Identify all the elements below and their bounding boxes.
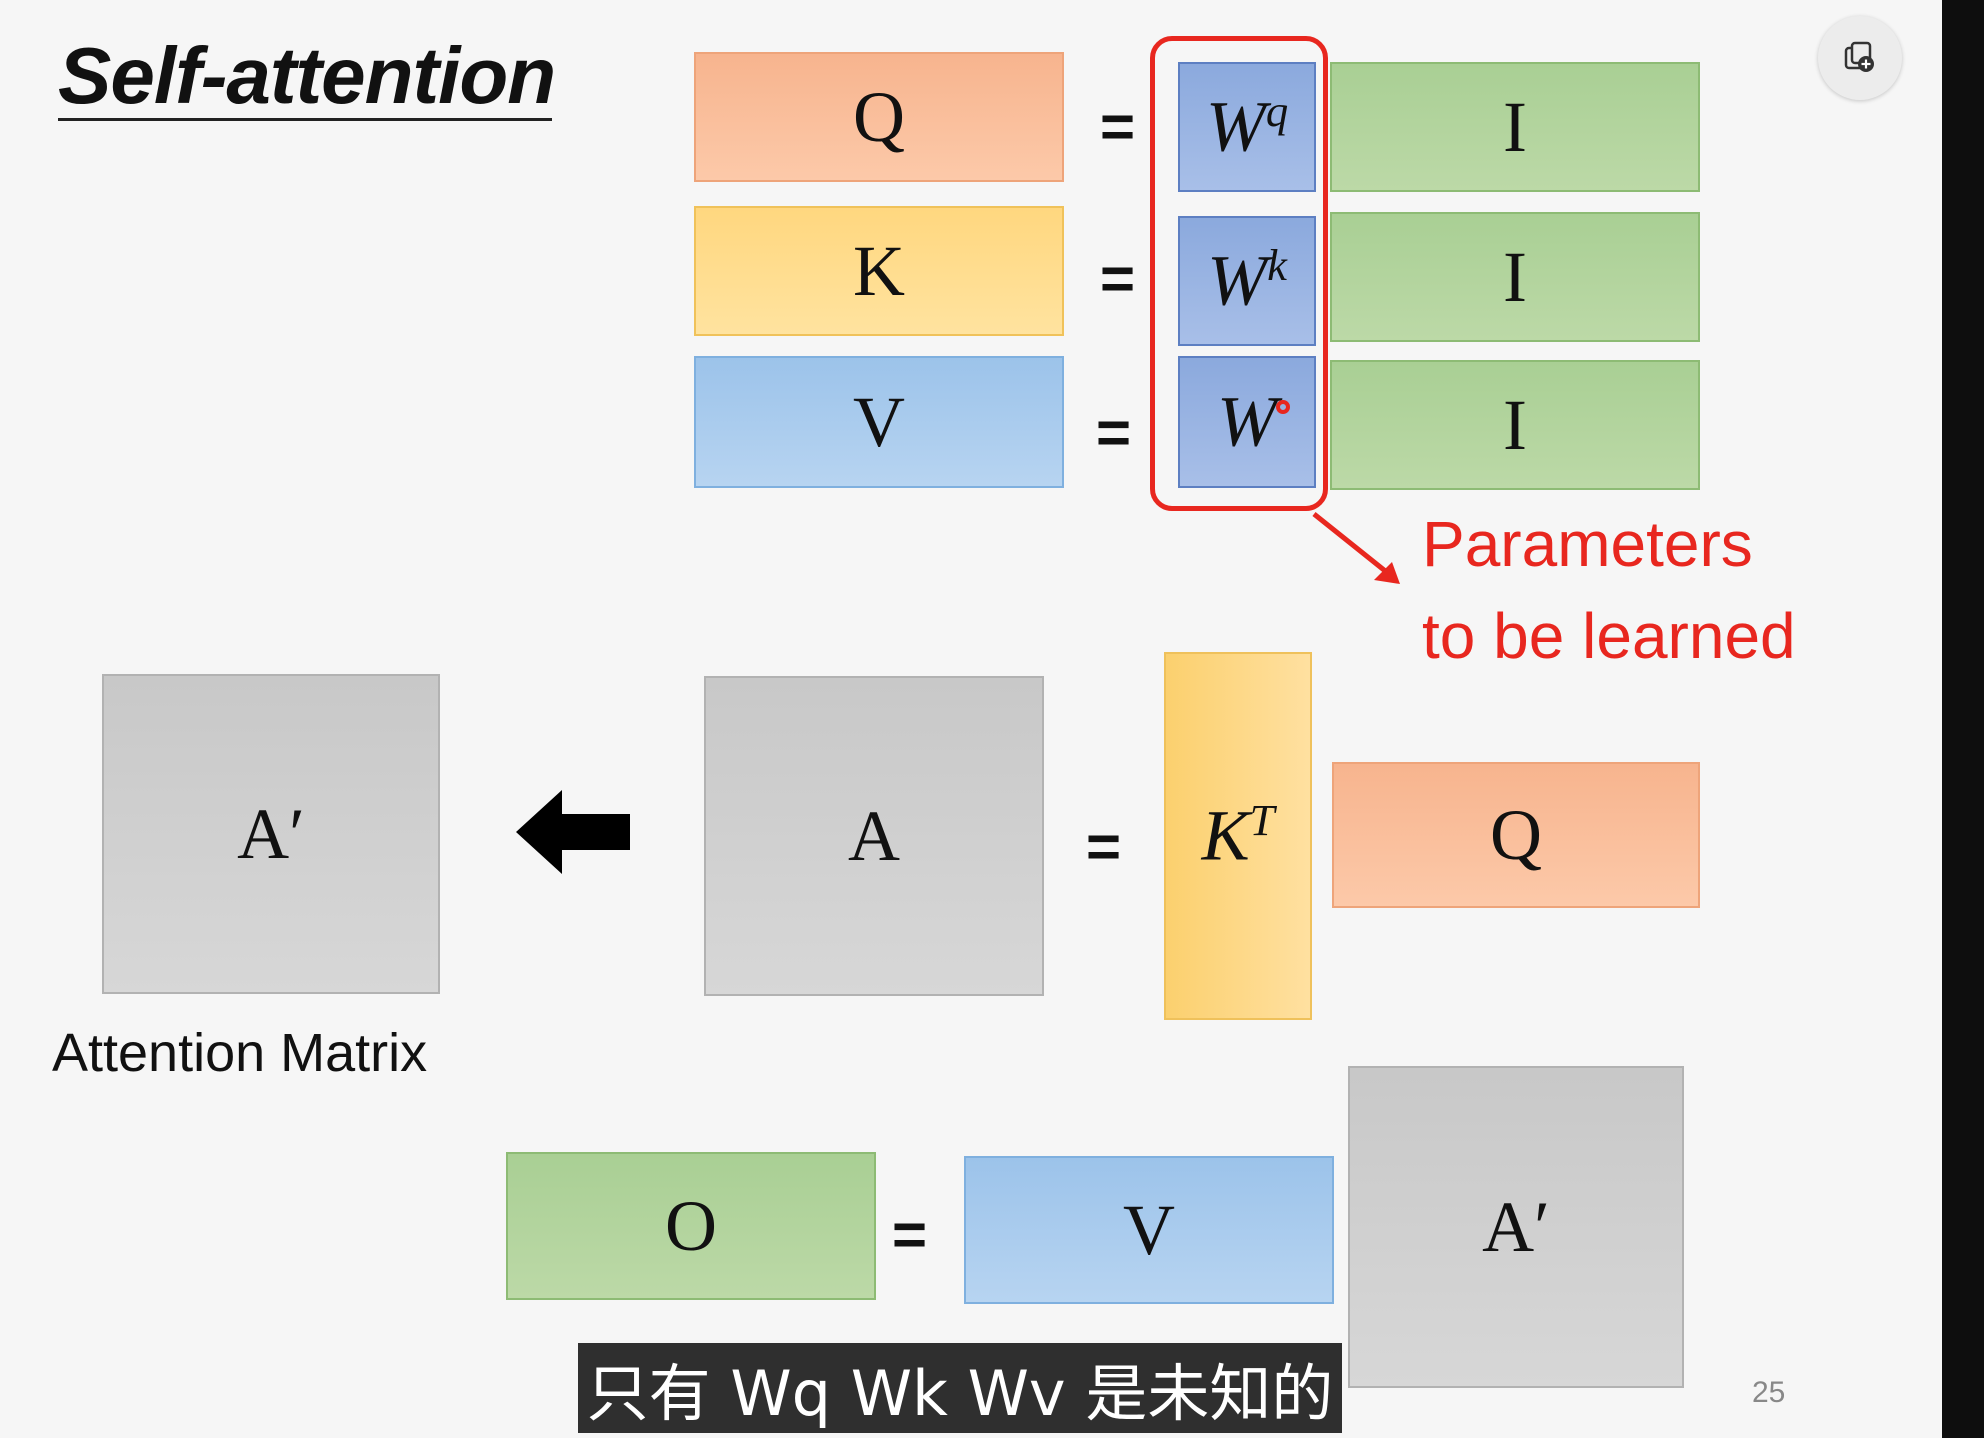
q-label: Q (1490, 794, 1542, 875)
wq-label: Wq (1205, 86, 1289, 167)
copy-add-icon (1844, 41, 1874, 72)
annotation-line-2: to be learned (1422, 600, 1796, 672)
cursor-dot-icon (1276, 400, 1290, 414)
i-label: I (1503, 384, 1527, 465)
copy-add-button[interactable] (1818, 16, 1902, 100)
equals-sign: = (1100, 93, 1136, 160)
video-subtitle: 只有 Wq Wk Wv 是未知的 (578, 1343, 1342, 1433)
i-box: I (1330, 360, 1700, 490)
equals-sign: = (892, 1201, 928, 1268)
wq-box: Wq (1178, 62, 1316, 192)
a-prime-label: A′ (1482, 1186, 1550, 1267)
i-label: I (1503, 86, 1527, 167)
a-label: A (848, 795, 900, 876)
i-box: I (1330, 62, 1700, 192)
o-box: O (506, 1152, 876, 1300)
v-label: V (853, 381, 905, 462)
wk-label: Wk (1207, 240, 1287, 321)
v-label: V (1123, 1189, 1175, 1270)
page-number: 25 (1752, 1376, 1786, 1409)
k-box: K (694, 206, 1064, 336)
parameters-highlight-frame (1150, 36, 1328, 511)
v-box-output: V (964, 1156, 1334, 1304)
i-label: I (1503, 236, 1527, 317)
equals-sign: = (1086, 813, 1122, 880)
wk-box: Wk (1178, 216, 1316, 346)
k-label: K (853, 230, 905, 311)
o-label: O (665, 1185, 717, 1266)
i-box: I (1330, 212, 1700, 342)
red-arrow-icon (1312, 512, 1400, 584)
k-transpose-box: KT (1164, 652, 1312, 1020)
q-label: Q (853, 76, 905, 157)
annotation-line-1: Parameters (1422, 508, 1753, 580)
k-transpose-label: KT (1201, 795, 1275, 876)
q-box: Q (694, 52, 1064, 182)
slide: Self-attention Q = Wq I K = Wk I V = W I… (52, 16, 1902, 1409)
a-box: A (704, 676, 1044, 996)
left-arrow-icon (516, 790, 630, 874)
a-prime-box-output: A′ (1348, 1066, 1684, 1388)
window-edge (1942, 0, 1984, 1438)
a-prime-box: A′ (102, 674, 440, 994)
equals-sign: = (1100, 245, 1136, 312)
v-box: V (694, 356, 1064, 488)
q-box-attention: Q (1332, 762, 1700, 908)
slide-title: Self-attention (58, 31, 556, 120)
wv-label: W (1217, 381, 1277, 462)
title-underline (58, 118, 552, 121)
a-prime-label: A′ (237, 793, 305, 874)
attention-matrix-caption: Attention Matrix (52, 1023, 428, 1083)
equals-sign: = (1096, 399, 1132, 466)
wv-box: W (1178, 356, 1316, 488)
